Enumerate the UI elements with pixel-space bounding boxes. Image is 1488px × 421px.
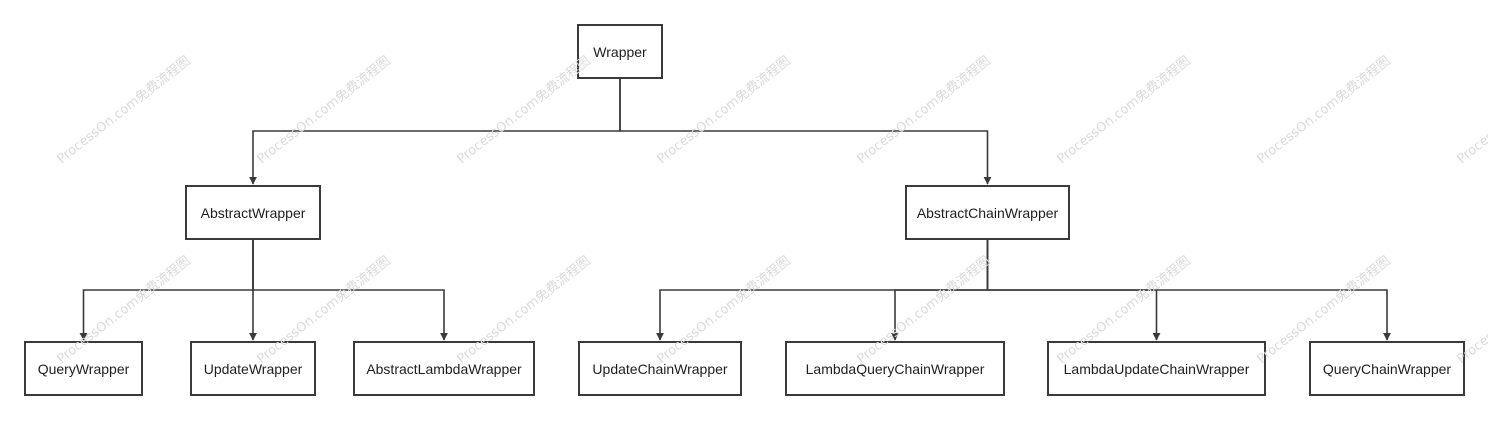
edge-abstract-chain-wrapper-to-lambda-query-chain-wrapper: [891, 240, 989, 341]
node-query-chain-wrapper[interactable]: QueryChainWrapper: [1309, 341, 1465, 396]
edge-abstract-wrapper-to-query-wrapper: [79, 240, 254, 341]
edge-wrapper-to-abstract-chain-wrapper: [619, 79, 992, 185]
node-update-wrapper[interactable]: UpdateWrapper: [190, 341, 316, 396]
node-lambda-query-chain-wrapper[interactable]: LambdaQueryChainWrapper: [785, 341, 1005, 396]
node-abstract-lambda-wrapper[interactable]: AbstractLambdaWrapper: [353, 341, 535, 396]
node-abstract-wrapper[interactable]: AbstractWrapper: [185, 185, 321, 240]
node-query-wrapper[interactable]: QueryWrapper: [24, 341, 143, 396]
edge-abstract-wrapper-to-abstract-lambda-wrapper: [252, 240, 448, 341]
node-abstract-chain-wrapper[interactable]: AbstractChainWrapper: [905, 185, 1070, 240]
node-wrapper[interactable]: Wrapper: [577, 24, 663, 79]
edge-wrapper-to-abstract-wrapper: [249, 79, 621, 185]
node-lambda-update-chain-wrapper[interactable]: LambdaUpdateChainWrapper: [1047, 341, 1266, 396]
edge-abstract-chain-wrapper-to-query-chain-wrapper: [986, 240, 1391, 341]
node-update-chain-wrapper[interactable]: UpdateChainWrapper: [578, 341, 742, 396]
